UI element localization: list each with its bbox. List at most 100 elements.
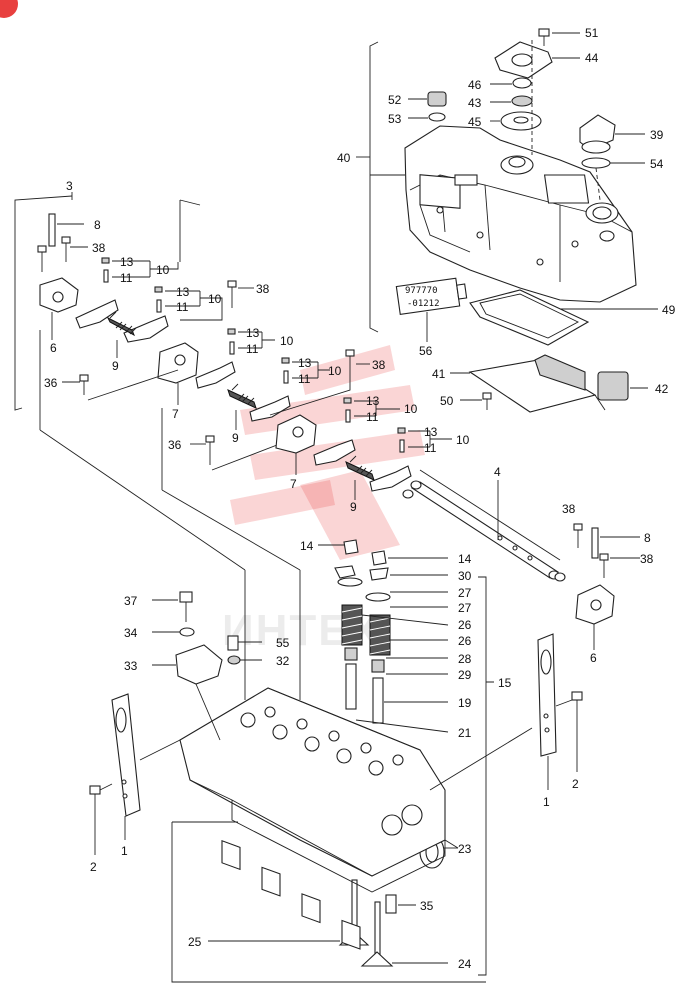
bolt xyxy=(538,28,550,37)
callout-29: 29 xyxy=(458,668,472,682)
callout-21: 21 xyxy=(458,726,472,740)
bracket-bolt xyxy=(179,591,193,603)
valve-guide xyxy=(372,677,384,724)
callout-54: 54 xyxy=(650,157,664,171)
rocker-shaft xyxy=(410,480,560,580)
callout-3: 3 xyxy=(66,179,73,193)
callout-13-f: 13 xyxy=(424,425,438,439)
sealant-tube xyxy=(395,277,468,315)
callout-26-b: 26 xyxy=(458,634,472,648)
callout-11-c: 11 xyxy=(246,342,259,356)
callout-6-right: 6 xyxy=(590,651,597,665)
breather-valve xyxy=(511,95,533,107)
callout-50: 50 xyxy=(440,394,454,408)
sleeve xyxy=(227,635,239,651)
callout-13-e: 13 xyxy=(366,394,380,408)
callout-44: 44 xyxy=(585,51,599,65)
callout-38-b: 38 xyxy=(256,282,270,296)
hanger-bolt xyxy=(571,691,583,701)
dowel-pin xyxy=(385,894,397,914)
callout-55: 55 xyxy=(276,636,290,650)
callout-labels: 51 44 46 43 45 52 53 39 54 40 49 56 41 4… xyxy=(44,26,676,971)
rocker-spring xyxy=(106,311,137,337)
corner-badge xyxy=(0,0,18,18)
callout-56: 56 xyxy=(419,344,433,358)
callout-39: 39 xyxy=(650,128,664,142)
callout-8-right: 8 xyxy=(644,531,651,545)
washer xyxy=(179,627,195,637)
screw xyxy=(482,392,492,400)
callout-10-b: 10 xyxy=(208,292,222,306)
valve-spring xyxy=(369,614,391,656)
callout-14-a: 14 xyxy=(300,539,314,553)
callout-34: 34 xyxy=(124,626,138,640)
stud-bolt xyxy=(48,213,56,247)
callout-26-a: 26 xyxy=(458,618,472,632)
callout-45: 45 xyxy=(468,115,482,129)
valve-cover xyxy=(404,125,637,303)
callout-51: 51 xyxy=(585,26,599,40)
callout-9-b: 9 xyxy=(232,431,239,445)
callout-33: 33 xyxy=(124,659,138,673)
callout-1-left: 1 xyxy=(121,844,128,858)
stud-bolt xyxy=(591,527,599,559)
o-ring-small xyxy=(227,655,241,665)
callout-38-left: 38 xyxy=(92,241,106,255)
cover-gasket xyxy=(469,289,590,346)
callout-2-right: 2 xyxy=(572,777,579,791)
callout-11-e: 11 xyxy=(366,410,379,424)
callout-7-a: 7 xyxy=(172,407,179,421)
callout-13-a: 13 xyxy=(120,255,134,269)
valve-guide xyxy=(345,663,357,710)
spring-retainer xyxy=(365,592,391,602)
hanger-bracket xyxy=(175,644,223,685)
callout-13-c: 13 xyxy=(246,326,260,340)
callout-32: 32 xyxy=(276,654,290,668)
callout-8-left: 8 xyxy=(94,218,101,232)
valve-cover-group: 977770 -01212 xyxy=(356,28,658,413)
callout-15: 15 xyxy=(498,676,512,690)
rocker-arm xyxy=(369,465,412,492)
valve-cap xyxy=(371,550,387,566)
callout-38-right: 38 xyxy=(640,552,654,566)
callout-10-e: 10 xyxy=(404,402,418,416)
valve-stem-seal xyxy=(344,647,358,661)
callout-28: 28 xyxy=(458,652,472,666)
valve-stem-seal xyxy=(371,659,385,673)
callout-52: 52 xyxy=(388,93,402,107)
callout-14-b: 14 xyxy=(458,552,472,566)
valve-cap xyxy=(343,539,359,555)
callout-40: 40 xyxy=(337,151,351,165)
callout-10-c: 10 xyxy=(280,334,294,348)
callout-23: 23 xyxy=(458,842,472,856)
rocker-arm xyxy=(123,315,169,343)
callout-27-a: 27 xyxy=(458,586,472,600)
callout-49: 49 xyxy=(662,303,676,317)
callout-11-f: 11 xyxy=(424,441,437,455)
valve-train xyxy=(171,539,494,983)
callout-37: 37 xyxy=(124,594,138,608)
callout-43: 43 xyxy=(468,96,482,110)
seal-ring xyxy=(512,77,532,89)
callout-41: 41 xyxy=(432,367,446,381)
callout-9-c: 9 xyxy=(350,500,357,514)
cylinder-head xyxy=(179,687,446,877)
exhaust-valve xyxy=(360,901,394,967)
callout-11-b: 11 xyxy=(176,300,189,314)
callout-53: 53 xyxy=(388,112,402,126)
callout-10-d: 10 xyxy=(328,364,342,378)
rocker-arm xyxy=(195,361,236,389)
callout-35: 35 xyxy=(420,899,434,913)
callout-19: 19 xyxy=(458,696,472,710)
callout-1-right: 1 xyxy=(543,795,550,809)
callout-30: 30 xyxy=(458,569,472,583)
plug xyxy=(427,91,447,107)
oil-filler-cap xyxy=(579,114,616,151)
callout-36-b: 36 xyxy=(168,438,182,452)
callout-27-b: 27 xyxy=(458,601,472,615)
o-ring xyxy=(428,112,446,122)
rocker-arm xyxy=(249,395,291,422)
callout-10-a: 10 xyxy=(156,263,170,277)
callout-38-d: 38 xyxy=(562,502,576,516)
